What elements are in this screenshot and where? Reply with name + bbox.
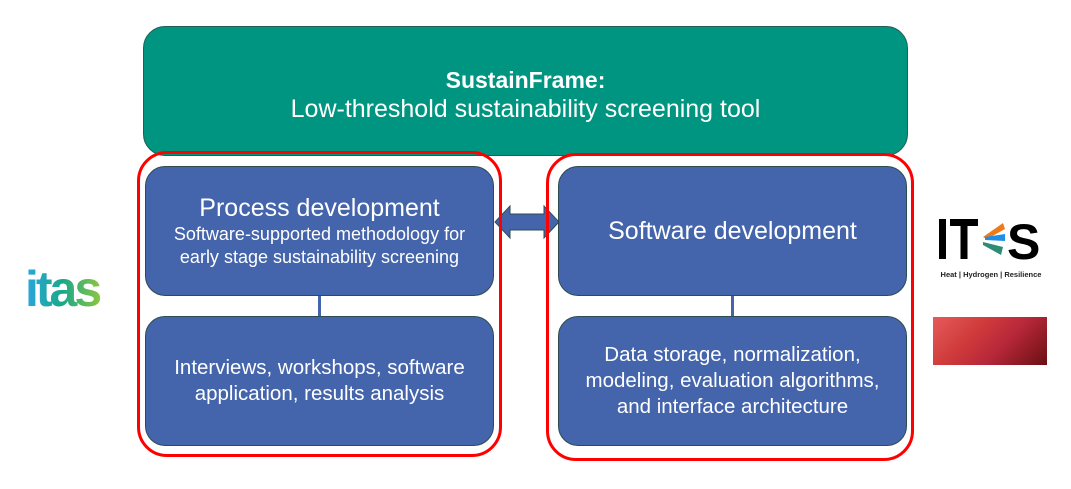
ites-logo: S Heat | Hydrogen | Resilience — [935, 214, 1047, 279]
svg-text:itas: itas — [25, 261, 100, 317]
process-highlight-outline — [137, 151, 502, 457]
process-activities-box: Interviews, workshops, software applicat… — [145, 316, 494, 446]
software-activities-box: Data storage, normalization, modeling, e… — [558, 316, 907, 446]
process-activities-text: Interviews, workshops, software applicat… — [174, 356, 465, 405]
process-connector — [318, 296, 321, 316]
decorative-red-image — [933, 317, 1047, 365]
ites-tagline: Heat | Hydrogen | Resilience — [940, 270, 1042, 279]
software-activities-text: Data storage, normalization, modeling, e… — [585, 343, 880, 418]
header-subtitle: Low-threshold sustainability screening t… — [290, 95, 761, 123]
itas-logo: itas — [25, 261, 103, 317]
software-development-title: Software development — [608, 217, 857, 245]
header-title: SustainFrame: — [445, 67, 606, 93]
software-connector — [731, 296, 734, 316]
process-development-description: Software-supported methodology for early… — [173, 224, 466, 267]
svg-text:S: S — [1007, 215, 1040, 265]
process-development-title: Process development — [199, 194, 440, 222]
header-banner: SustainFrame: Low-threshold sustainabili… — [143, 26, 908, 156]
double-arrow-icon — [494, 204, 560, 240]
software-highlight-outline — [546, 153, 914, 461]
ites-logo-mark: S — [939, 214, 1040, 270]
software-development-box: Software development — [558, 166, 907, 296]
process-development-box: Process development Software-supported m… — [145, 166, 494, 296]
